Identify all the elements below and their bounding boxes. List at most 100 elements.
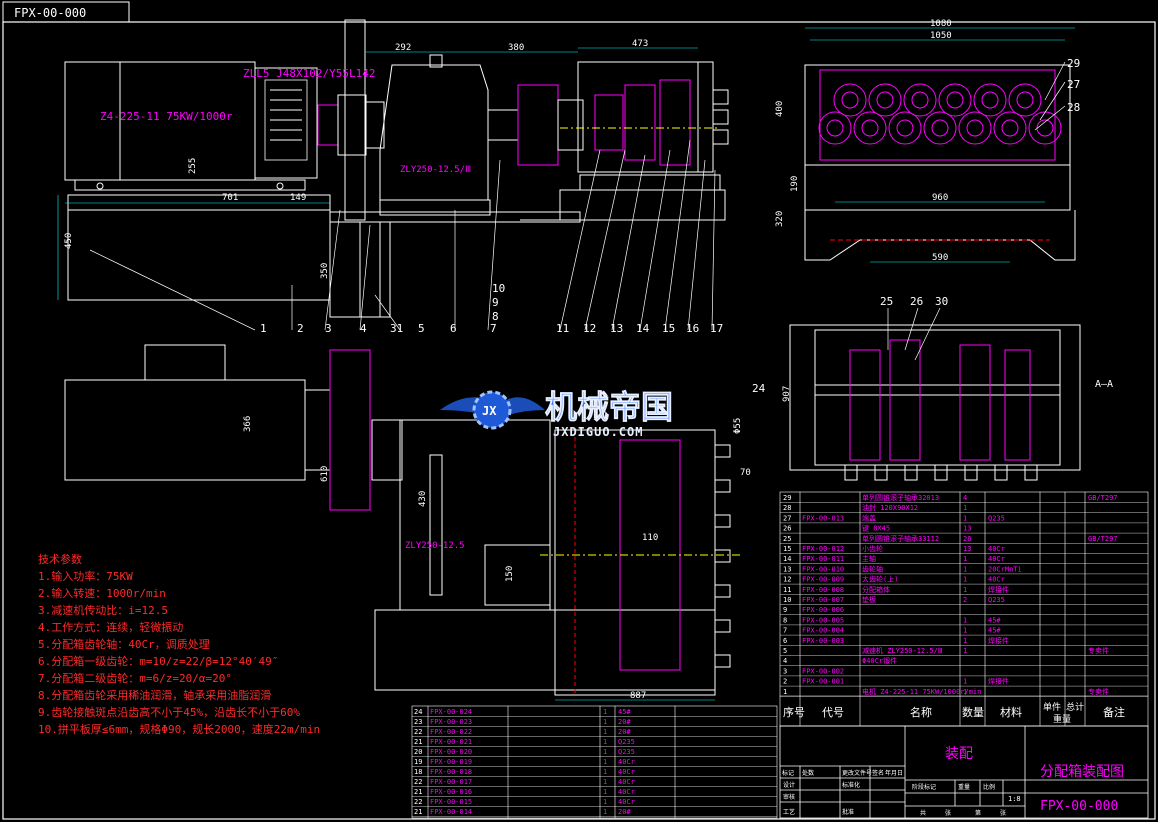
bom-bottom-cell: 40Cr bbox=[618, 798, 635, 806]
bom-right-cell: 1 bbox=[963, 555, 967, 563]
balloons-elev: 1 2 3 4 31 5 6 7 11 12 13 14 15 16 17 10… bbox=[260, 282, 723, 335]
bom-right-cell: 减速机 ZLY250-12.5/Ⅲ bbox=[862, 646, 943, 655]
bom-right-cell: GB/T297 bbox=[1088, 535, 1118, 543]
bom-right-cell: 26 bbox=[963, 535, 971, 543]
dim-907: 907 bbox=[782, 386, 792, 402]
bom-header-weight: 重量 bbox=[1053, 713, 1071, 725]
bom-right-cell: 20CrMnTi bbox=[988, 565, 1022, 573]
bom-bottom-cell: 45# bbox=[618, 708, 631, 716]
end-view-dimensions: 1080 1050 960 590 400 190 320 bbox=[775, 19, 1075, 263]
section-box bbox=[789, 324, 1081, 471]
bom-right-cell: 13 bbox=[783, 565, 791, 573]
bom-right-cell: 11 bbox=[783, 586, 791, 594]
bom-right-cell: 45# bbox=[988, 627, 1001, 635]
bom-right-cell: 25 bbox=[783, 535, 791, 543]
balloon-10: 10 bbox=[492, 282, 505, 295]
bom-right-cell: 1 bbox=[963, 576, 967, 584]
tb-label-sheet: 张 bbox=[1000, 809, 1006, 817]
tb-label-mark: 标记 bbox=[782, 769, 794, 777]
bom-right-cell: 键 8X45 bbox=[862, 524, 890, 533]
bom-right-cell: FPX-00-009 bbox=[802, 576, 844, 584]
motor-label: Z4-225-11 75KW/1000r bbox=[100, 110, 233, 123]
balloon-25: 25 bbox=[880, 295, 893, 308]
tech-param-7: 7.分配箱二级齿轮：m=6/z=20/α=20° bbox=[38, 671, 232, 685]
bom-right-cell: 1 bbox=[963, 514, 967, 522]
balloon-2: 2 bbox=[297, 322, 304, 335]
bom-right-cell: 40Cr bbox=[988, 555, 1005, 563]
tech-param-2: 2.输入转速：1000r/min bbox=[38, 586, 166, 600]
bom-right-cell: FPX-00-008 bbox=[802, 586, 844, 594]
balloon-27: 27 bbox=[1067, 78, 1080, 91]
plan-dimensions: 366 610 430 150 110 70 Φ55 887 ZLY250-12… bbox=[243, 416, 751, 701]
balloons-right: 29 27 28 bbox=[1034, 57, 1080, 131]
tb-label-sheets: 张 bbox=[945, 809, 951, 817]
balloon-11: 11 bbox=[556, 322, 569, 335]
motor-plan bbox=[64, 379, 306, 481]
bom-right-cell: 小齿轮 bbox=[862, 544, 883, 553]
bom-right-cell: 4 bbox=[963, 494, 967, 502]
bom-bottom-cell: 24 bbox=[414, 708, 422, 716]
bom-bottom-cell: 40Cr bbox=[618, 788, 635, 796]
bom-right-cell: GB/T297 bbox=[1088, 494, 1118, 502]
bom-bottom-cell: FPX-00-023 bbox=[430, 718, 472, 726]
bom-right-cell: FPX-00-001 bbox=[802, 678, 844, 686]
elev-dimensions: 701 149 450 255 350 292 380 473 bbox=[57, 39, 698, 300]
bom-right-cell: 油封 120X90X12 bbox=[862, 503, 918, 512]
bom-right-cell: FPX-00-006 bbox=[802, 606, 844, 614]
bom-bottom-cell: 20 bbox=[414, 748, 422, 756]
bom-bottom-cell: 21 bbox=[414, 808, 422, 816]
bom-bottom-cell: FPX-00-016 bbox=[430, 788, 472, 796]
bom-bottom-cell: 22 bbox=[414, 778, 422, 786]
bom-right-cell: 焊接件 bbox=[988, 677, 1009, 686]
bom-bottom-cell: 40Cr bbox=[618, 758, 635, 766]
bom-bottom-cell: 1 bbox=[603, 808, 607, 816]
balloon-leaders bbox=[89, 139, 716, 331]
tech-param-3: 3.减速机传动比：i=12.5 bbox=[38, 603, 168, 617]
bom-bottom-cell: 21 bbox=[414, 738, 422, 746]
dim-phi55: Φ55 bbox=[733, 418, 743, 434]
tb-label-weight: 重量 bbox=[958, 783, 970, 791]
bom-right-cell: 26 bbox=[783, 525, 791, 533]
bom-right-cell: 9 bbox=[783, 606, 787, 614]
section-labels: 25 26 30 A—A 907 24 bbox=[752, 295, 1113, 402]
dim-292: 292 bbox=[395, 43, 411, 53]
tech-param-10: 10.拼平板厚≤6mm，规格Φ90，规长2000，速度22m/min bbox=[38, 722, 320, 736]
bom-bottom-cell: 18 bbox=[414, 768, 422, 776]
tech-param-6: 6.分配箱一级齿轮：m=10/z=22/β=12°40′49″ bbox=[38, 654, 278, 668]
bom-right-cell: 2 bbox=[783, 678, 787, 686]
bom-header-material: 材料 bbox=[1000, 705, 1022, 719]
bom-bottom-cell: FPX-00-017 bbox=[430, 778, 472, 786]
bom-right-cell: 电机 Z4-225-11 75KW/1000r/min bbox=[862, 687, 981, 696]
bom-bottom-cell: 21 bbox=[414, 788, 422, 796]
corner-code-box bbox=[2, 1, 130, 23]
bom-right-cell: FPX-00-013 bbox=[802, 514, 844, 522]
tech-param-5: 5.分配箱齿轮轴：40Cr，调质处理 bbox=[38, 637, 210, 651]
tb-label-scale: 比例 bbox=[983, 783, 995, 791]
bom-right-cell: 7 bbox=[783, 627, 787, 635]
bom-right-cell: 13 bbox=[963, 545, 971, 553]
bom-bottom-cell: 20# bbox=[618, 728, 631, 736]
bom-right-cell: 13 bbox=[963, 525, 971, 533]
bom-header-name: 名称 bbox=[910, 705, 932, 719]
tb-label-approve: 批准 bbox=[842, 808, 854, 816]
tb-label-standard: 标准化 bbox=[842, 781, 860, 789]
bom-header-single: 单件 bbox=[1043, 701, 1061, 713]
balloon-5: 5 bbox=[418, 322, 425, 335]
dim-400: 400 bbox=[775, 101, 785, 117]
bom-right-cell: 5 bbox=[783, 647, 787, 655]
bom-header-code: 代号 bbox=[822, 706, 844, 719]
balloon-14: 14 bbox=[636, 322, 650, 335]
balloon-7: 7 bbox=[490, 322, 497, 335]
front-elevation bbox=[64, 19, 729, 318]
bom-right-cell: 40Cr bbox=[988, 576, 1005, 584]
balloon-30: 30 bbox=[935, 295, 948, 308]
dim-887: 887 bbox=[630, 691, 646, 701]
watermark-emblem: JX bbox=[482, 404, 497, 418]
bom-right-cell: 1 bbox=[963, 637, 967, 645]
bom-right-cell: Q235 bbox=[988, 514, 1005, 522]
watermark-title: 机械帝国 bbox=[545, 388, 673, 426]
dim-430: 430 bbox=[418, 491, 428, 507]
assembly-label: 装配 bbox=[945, 746, 973, 762]
dim-350: 350 bbox=[320, 263, 330, 279]
bom-right-cell: 1 bbox=[963, 616, 967, 624]
